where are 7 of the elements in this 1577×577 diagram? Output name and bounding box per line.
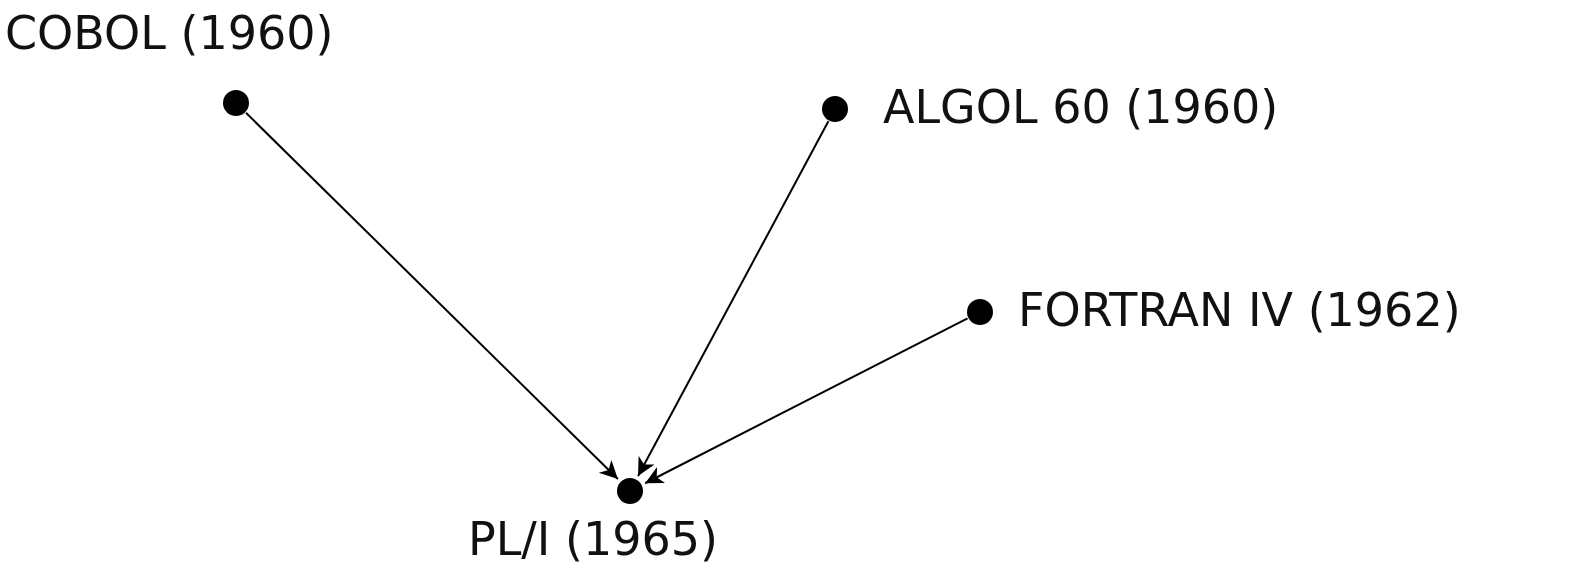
arrow bbox=[245, 111, 619, 481]
language-label: COBOL (1960) bbox=[5, 5, 334, 62]
language-label: FORTRAN IV (1962) bbox=[1018, 282, 1461, 339]
language-label: ALGOL 60 (1960) bbox=[883, 79, 1279, 136]
arrow bbox=[644, 317, 969, 485]
language-label: PL/I (1965) bbox=[468, 511, 718, 568]
arrow bbox=[637, 120, 830, 477]
